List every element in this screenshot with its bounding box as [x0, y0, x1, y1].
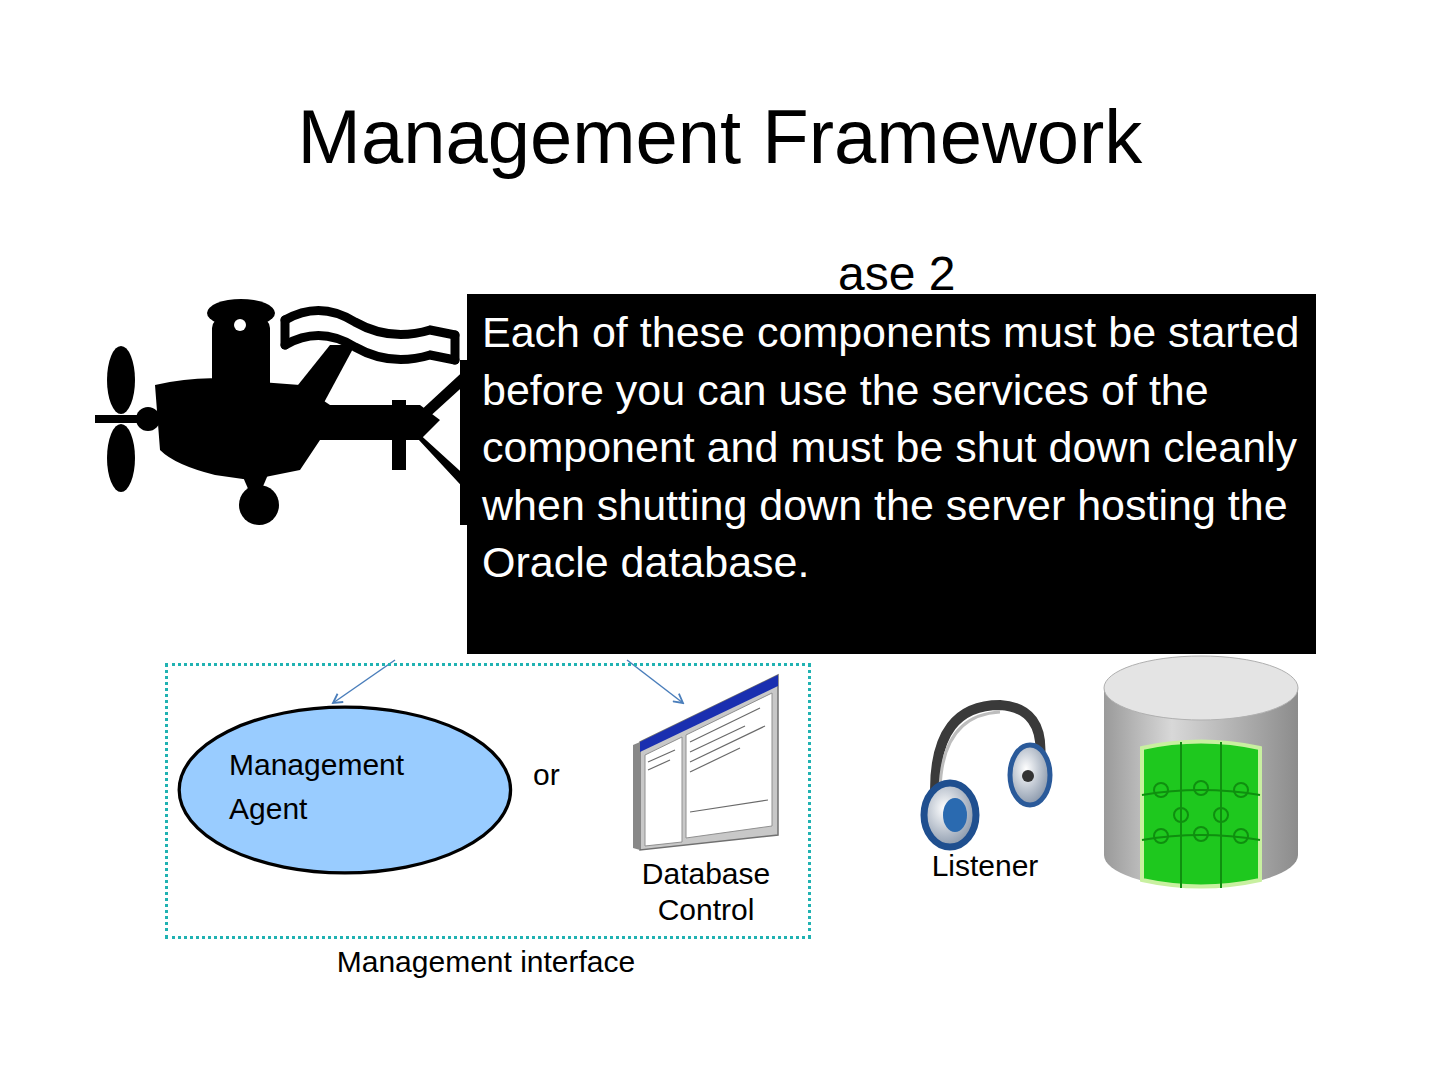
icon-label: Listener — [900, 848, 1070, 884]
icon-label: Database Control — [615, 856, 797, 928]
headphones-icon — [924, 705, 1050, 847]
ellipse-outline — [177, 705, 513, 875]
agent-ellipse: Management Agent — [177, 705, 513, 875]
node-text: Management interface — [168, 944, 804, 980]
node-text: Management Agent — [229, 743, 459, 831]
callout-box: Each of these components must be started… — [467, 294, 1316, 654]
leader-arrow — [627, 660, 683, 703]
or-label: or — [533, 758, 560, 792]
slide-title: Management Framework — [0, 92, 1440, 182]
leader-arrow — [333, 660, 395, 703]
airplane-illustration — [95, 299, 470, 525]
window-icon — [633, 675, 778, 850]
dotted-group-box: Management interfaceManagement Agent — [165, 663, 811, 939]
banner-illustration — [285, 310, 455, 360]
node-text: Each of these components must be started… — [482, 304, 1300, 592]
database-cylinder — [1104, 656, 1298, 888]
